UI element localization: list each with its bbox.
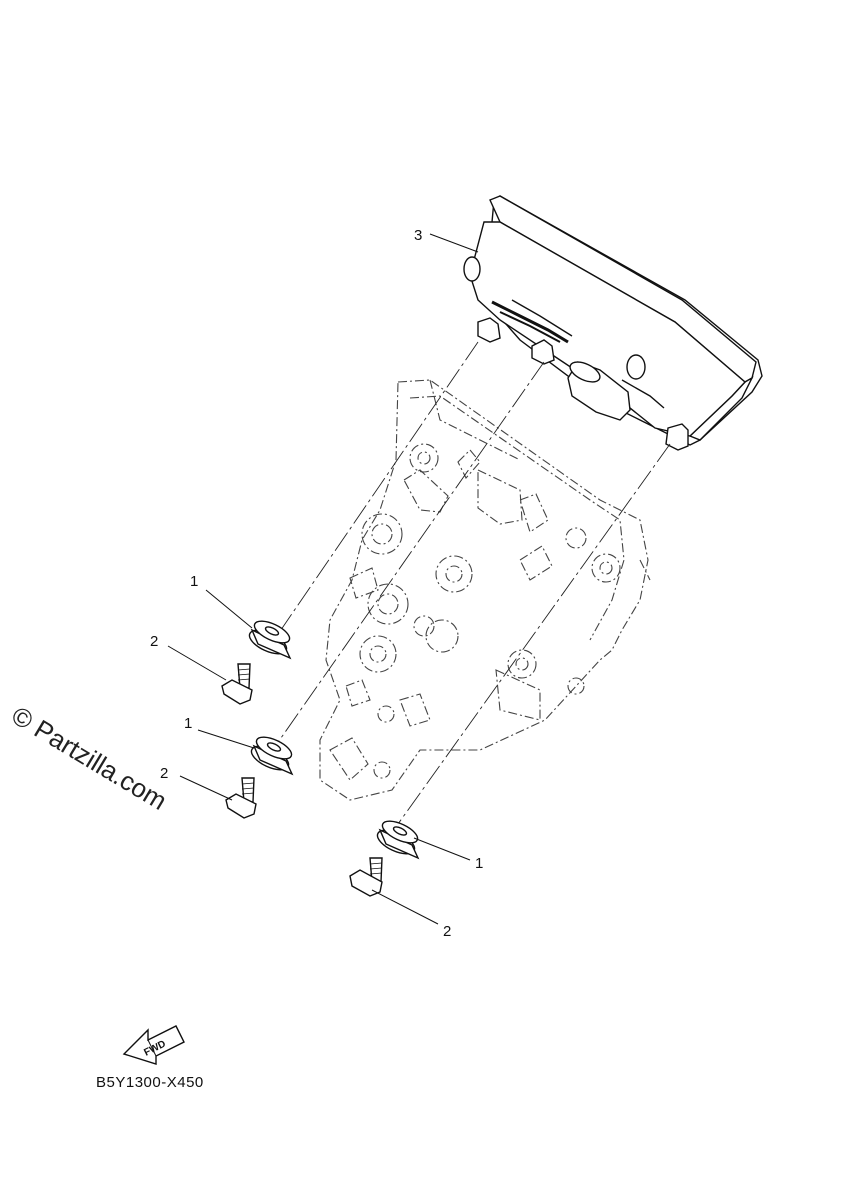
callout-1-middle: 1 [184, 715, 192, 732]
callout-2-bottom: 2 [443, 923, 451, 940]
screw-2a[interactable] [221, 663, 253, 705]
callout-2-top: 2 [150, 633, 158, 650]
grommet-1a[interactable] [246, 617, 293, 660]
callout-3: 3 [414, 227, 422, 244]
screw-2b[interactable] [225, 777, 257, 819]
callout-1-top: 1 [190, 573, 198, 590]
screw-2c[interactable] [349, 857, 383, 897]
leader-lines [167, 233, 479, 925]
callout-2-middle: 2 [160, 765, 168, 782]
grommet-1b[interactable] [248, 733, 295, 776]
meter-bracket-phantom [319, 379, 651, 801]
meter-assembly[interactable] [463, 195, 763, 451]
callout-1-bottom: 1 [475, 855, 483, 872]
fwd-arrow-icon: FWD [122, 1025, 185, 1065]
assembly-centerlines [273, 341, 671, 825]
grommet-1c[interactable] [374, 817, 421, 860]
diagram-code: B5Y1300-X450 [96, 1074, 204, 1091]
